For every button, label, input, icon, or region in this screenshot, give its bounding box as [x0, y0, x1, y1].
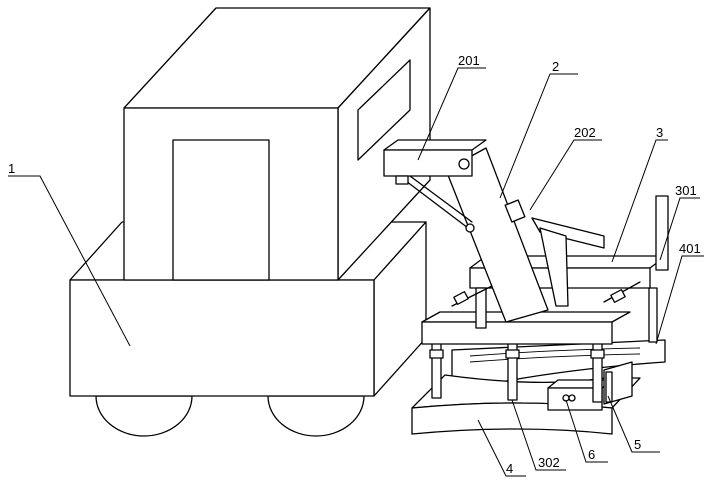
rear-wheel	[96, 396, 192, 436]
callout-6: 6	[588, 447, 595, 462]
column-back	[649, 288, 657, 342]
leader-202	[530, 140, 602, 210]
collar-left	[430, 350, 443, 358]
callout-301: 301	[675, 183, 697, 198]
column-mid	[508, 338, 517, 400]
leader-2	[500, 74, 578, 198]
callout-401: 401	[679, 241, 701, 256]
callout-5: 5	[634, 437, 641, 452]
head-top	[384, 140, 486, 150]
collar-mid	[506, 350, 519, 358]
callout-3: 3	[656, 125, 663, 140]
callout-302: 302	[538, 455, 560, 470]
column-left	[432, 338, 441, 398]
rod-left-sleeve	[454, 292, 468, 305]
upright-front	[476, 288, 486, 328]
lower-beam	[422, 322, 612, 344]
collar-right	[591, 350, 604, 358]
head-tab	[396, 176, 408, 184]
front-wheel	[268, 396, 364, 436]
column-right	[593, 338, 602, 402]
base-assembly	[412, 340, 665, 434]
vehicle-body	[70, 8, 430, 436]
cabin-door	[173, 140, 269, 280]
rod-right-sleeve	[611, 290, 625, 303]
callout-1: 1	[8, 161, 15, 176]
link-pin	[466, 224, 474, 232]
slider-knob-right	[569, 395, 575, 401]
callout-2: 2	[552, 59, 559, 74]
callout-4: 4	[506, 461, 513, 476]
callout-201: 201	[458, 53, 480, 68]
upright-back	[656, 196, 668, 270]
callout-202: 202	[574, 125, 596, 140]
chassis-front	[70, 280, 374, 396]
head-pin	[459, 159, 469, 169]
